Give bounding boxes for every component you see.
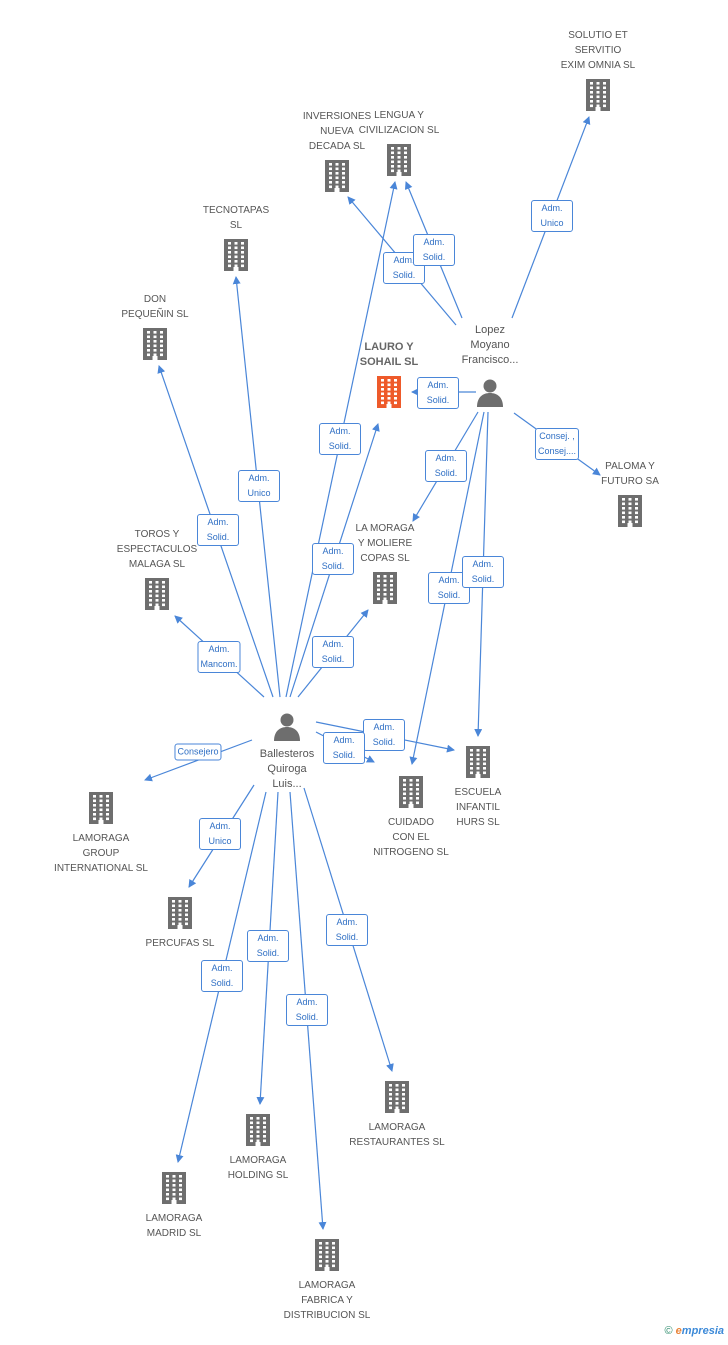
company-label-escuela[interactable]: ESCUELA INFANTIL HURS SL — [454, 787, 502, 828]
edge-label[interactable]: Adm. Solid. — [319, 423, 361, 455]
person-label-lopez[interactable]: Lopez Moyano Francisco... — [461, 324, 519, 366]
company-label-cuidado[interactable]: CUIDADO CON EL NITROGENO SL — [373, 817, 449, 858]
edge-label[interactable]: Adm. Solid. — [326, 914, 368, 946]
building-icon[interactable] — [244, 1112, 272, 1148]
company-label-percufas[interactable]: PERCUFAS SL — [145, 938, 215, 949]
building-icon[interactable] — [141, 326, 169, 362]
company-label-holding[interactable]: LAMORAGA HOLDING SL — [227, 1155, 289, 1181]
company-label-restaurantes[interactable]: LAMORAGA RESTAURANTES SL — [349, 1122, 445, 1148]
building-icon[interactable] — [222, 237, 250, 273]
building-icon[interactable] — [383, 1079, 411, 1115]
company-label-solutio[interactable]: SOLUTIO ET SERVITIO EXIM OMNIA SL — [560, 30, 636, 71]
building-icon[interactable] — [323, 158, 351, 194]
building-icon[interactable] — [464, 744, 492, 780]
edge-label[interactable]: Adm. Solid. — [312, 636, 354, 668]
edge-label[interactable]: Adm. Solid. — [413, 234, 455, 266]
edge-label[interactable]: Adm. Solid. — [417, 377, 459, 409]
building-icon[interactable] — [160, 1170, 188, 1206]
company-label-madrid[interactable]: LAMORAGA MADRID SL — [145, 1213, 203, 1239]
company-label-tecnotapas[interactable]: TECNOTAPAS SL — [202, 205, 270, 231]
company-label-paloma[interactable]: PALOMA Y FUTURO SA — [601, 461, 659, 487]
building-icon[interactable] — [375, 374, 403, 410]
edge-label[interactable]: Adm. Solid. — [462, 556, 504, 588]
edge-label[interactable]: Adm. Solid. — [247, 930, 289, 962]
building-icon[interactable] — [385, 142, 413, 178]
edge-label[interactable]: Adm. Solid. — [425, 450, 467, 482]
company-label-fabrica[interactable]: LAMORAGA FABRICA Y DISTRIBUCION SL — [283, 1280, 371, 1321]
person-label-ballesteros[interactable]: Ballesteros Quiroga Luis... — [259, 748, 315, 790]
edge-label[interactable]: Adm. Solid. — [363, 719, 405, 751]
edge-label[interactable]: Adm. Solid. — [312, 543, 354, 575]
edge-label[interactable]: Consejero — [174, 743, 222, 761]
edge-label[interactable]: Adm. Solid. — [201, 960, 243, 992]
building-icon[interactable] — [143, 576, 171, 612]
building-icon[interactable] — [584, 77, 612, 113]
company-label-inversiones[interactable]: INVERSIONES NUEVA DECADA SL — [302, 111, 372, 152]
company-label-lengua[interactable]: LENGUA Y CIVILIZACION SL — [358, 110, 440, 136]
building-icon[interactable] — [87, 790, 115, 826]
edge-label[interactable]: Consej. , Consej.... — [534, 428, 580, 460]
building-icon[interactable] — [616, 493, 644, 529]
footer-brand: © empresia — [665, 1325, 725, 1337]
company-label-lamoragagroup[interactable]: LAMORAGA GROUP INTERNATIONAL SL — [54, 833, 148, 874]
building-icon[interactable] — [371, 570, 399, 606]
person-icon[interactable] — [475, 377, 505, 407]
edge-label[interactable]: Adm. Solid. — [323, 732, 365, 764]
company-label-donpequenin[interactable]: DON PEQUEÑIN SL — [121, 294, 189, 320]
company-label-lauro[interactable]: LAURO Y SOHAIL SL — [359, 341, 419, 368]
edge-label[interactable]: Adm. Solid. — [286, 994, 328, 1026]
edge-label[interactable]: Adm. Unico — [531, 200, 573, 232]
edge-label[interactable]: Adm. Solid. — [197, 514, 239, 546]
edge-label[interactable]: Adm. Mancom. — [197, 641, 241, 673]
building-icon[interactable] — [166, 895, 194, 931]
edge-label[interactable]: Adm. Unico — [238, 470, 280, 502]
empresia-logo[interactable]: empresia — [675, 1325, 724, 1337]
person-icon[interactable] — [272, 711, 302, 741]
company-label-lamoragaymoliere[interactable]: LA MORAGA Y MOLIERE COPAS SL — [355, 523, 415, 564]
edge-label[interactable]: Adm. Unico — [199, 818, 241, 850]
company-label-toros[interactable]: TOROS Y ESPECTACULOS MALAGA SL — [116, 529, 198, 570]
copyright-symbol: © — [664, 1325, 673, 1337]
building-icon[interactable] — [313, 1237, 341, 1273]
building-icon[interactable] — [397, 774, 425, 810]
